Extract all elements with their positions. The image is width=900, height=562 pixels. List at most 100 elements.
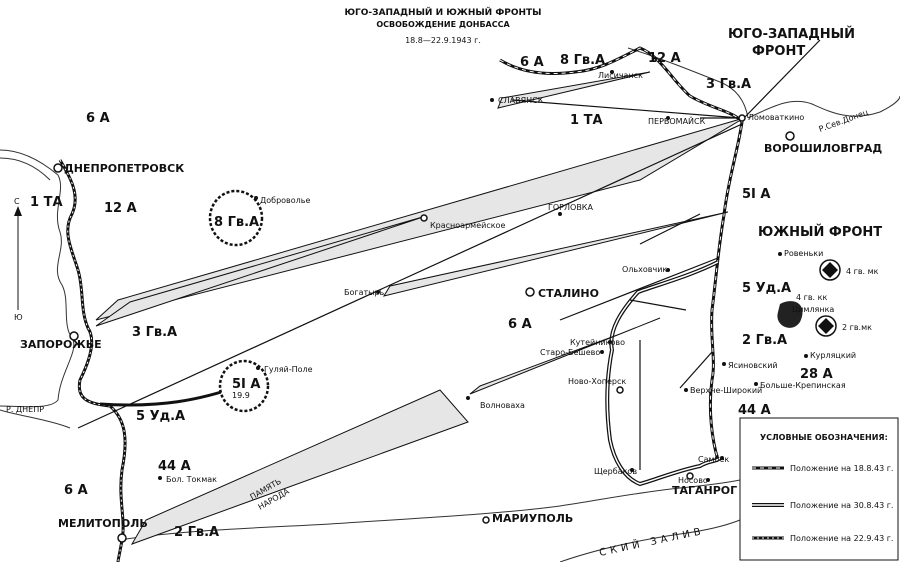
dobropolye-label: Доброволье bbox=[260, 196, 310, 205]
army-6a-left: 6 А bbox=[86, 111, 110, 126]
southwest-front-line1: ЮГО-ЗАПАДНЫЙ bbox=[728, 26, 855, 42]
army-44a-right: 44 А bbox=[738, 403, 771, 418]
front-lines bbox=[58, 46, 744, 562]
melitopol-label: МЕЛИТОПОЛЬ bbox=[58, 517, 148, 530]
nosovo-label: Носово bbox=[678, 476, 708, 485]
pocket-51-a bbox=[218, 359, 270, 413]
krasnoarmeyskoe-label: Красноармейское bbox=[430, 221, 505, 230]
city-dots bbox=[53, 114, 795, 543]
legend-item-22-9: Положение на 22.9.43 г. bbox=[752, 534, 893, 543]
army-1ta-left: 1 ТА bbox=[30, 195, 63, 210]
arrow-to-zaporozhye-2 bbox=[95, 215, 427, 327]
legend-label-30-8: Положение на 30.8.43 г. bbox=[790, 501, 893, 510]
azov-coast bbox=[119, 479, 741, 541]
army-2gv-bottom: 2 Гв.А bbox=[174, 525, 219, 540]
sambek-label: Самбек bbox=[698, 455, 729, 464]
melitopol-dot bbox=[117, 533, 127, 543]
thin-arrows bbox=[77, 39, 821, 470]
taganrog-dot bbox=[686, 472, 694, 480]
army-12a-top: 12 А bbox=[648, 51, 681, 66]
voroshilovgrad-label: ВОРОШИЛОВГРАД bbox=[764, 142, 882, 155]
encircled-groups bbox=[208, 189, 270, 413]
compass-south: Ю bbox=[14, 313, 23, 322]
title-dates: 18.8—22.9.1943 г. bbox=[405, 36, 481, 45]
donets-label: Р.Сев.Донец bbox=[818, 107, 870, 133]
army-5ud-left: 5 Уд.А bbox=[136, 409, 185, 424]
corps-markers bbox=[777, 259, 841, 337]
legend-box bbox=[739, 417, 899, 561]
army-51a-date: 19.9 bbox=[232, 391, 250, 400]
kk4-marker bbox=[777, 301, 803, 328]
army-2gv-front: 2 Гв.А bbox=[742, 333, 787, 348]
dnepropetrovsk-dot bbox=[53, 163, 63, 173]
legend: УСЛОВНЫЕ ОБОЗНАЧЕНИЯ: Положение на 18.8.… bbox=[739, 417, 899, 561]
arrow-to-volnovakha bbox=[469, 317, 661, 395]
legend-label-18-8: Положение на 18.8.43 г. bbox=[790, 464, 893, 473]
arrow-to-melitopol bbox=[130, 389, 469, 545]
bolshe-krepinskaya-label: Больше-Крепинская bbox=[760, 381, 846, 390]
army-6a-top: 6 А bbox=[520, 55, 544, 70]
corps-2mk-label: 2 гв.мк bbox=[842, 323, 872, 332]
title-line-2: ОСВОБОЖДЕНИЕ ДОНБАССА bbox=[376, 20, 510, 29]
pervomaysk-label: ПЕРВОМАЙСК bbox=[648, 115, 706, 126]
novo-khopersk-dot bbox=[616, 386, 624, 394]
azov-coast-lower bbox=[559, 519, 741, 562]
bogatyr-label: Богатырь bbox=[344, 288, 385, 297]
kurlyatsky-label: Курляцкий bbox=[810, 351, 856, 360]
sea-coast-left bbox=[0, 409, 71, 429]
city-labels: ДНЕПРОПЕТРОВСК ЗАПОРОЖЬЕ МЕЛИТОПОЛЬ СТАЛ… bbox=[20, 142, 882, 530]
verkhne-shirokiy-label: Верхне-Широкий bbox=[690, 386, 762, 395]
kuteynikovo-label: Кутейниково bbox=[570, 338, 625, 347]
attack-arrows bbox=[95, 71, 745, 545]
legend-label-22-9: Положение на 22.9.43 г. bbox=[790, 534, 893, 543]
army-5ud-front: 5 Уд.А bbox=[742, 281, 791, 296]
olkhovchik-label: Ольховчик bbox=[622, 265, 667, 274]
krasnoarmeyskoe-dot bbox=[420, 214, 428, 222]
lisichansk-label: Лисичанск bbox=[598, 71, 643, 80]
army-44a-left: 44 А bbox=[158, 459, 191, 474]
mariupol-dot bbox=[482, 516, 490, 524]
shcherbakov-label: Щербаков bbox=[594, 467, 637, 476]
arrow-to-bogatyr bbox=[382, 211, 729, 297]
yasinovsky-label: Ясиновский bbox=[728, 361, 778, 370]
army-51a-front: 5I А bbox=[742, 187, 770, 202]
pocket-8-gv-a bbox=[208, 189, 264, 247]
staro-beshevo-label: Старо-Бешево bbox=[540, 348, 600, 357]
zaporozhye-label: ЗАПОРОЖЬЕ bbox=[20, 338, 102, 351]
slavyansk-label: СЛАВЯНСК bbox=[498, 96, 544, 105]
legend-item-30-8: Положение на 30.8.43 г. bbox=[752, 501, 893, 510]
lomovatka-dot bbox=[738, 114, 746, 122]
donets-river bbox=[747, 95, 900, 119]
front-labels: ЮГО-ЗАПАДНЫЙ ФРОНТ ЮЖНЫЙ ФРОНТ bbox=[728, 26, 882, 240]
mariupol-label: МАРИУПОЛЬ bbox=[492, 512, 573, 525]
map-title: ЮГО-ЗАПАДНЫЙ И ЮЖНЫЙ ФРОНТЫ ОСВОБОЖДЕНИЕ… bbox=[344, 6, 541, 45]
title-line-1: ЮГО-ЗАПАДНЫЙ И ЮЖНЫЙ ФРОНТЫ bbox=[344, 6, 541, 18]
gorlovka-label: ГОРЛОВКА bbox=[548, 203, 593, 212]
zaporozhye-dot bbox=[69, 331, 79, 341]
stalino-dot bbox=[525, 287, 535, 297]
voroshilovgrad-dot bbox=[785, 131, 795, 141]
army-3gv-top: 3 Гв.А bbox=[706, 77, 751, 92]
taganrog-label: ТАГАНРОГ bbox=[672, 484, 737, 497]
southwest-front-line2: ФРОНТ bbox=[752, 44, 805, 59]
novo-khopersk-label: Ново-Хоперск bbox=[568, 377, 626, 386]
volnovakha-label: Волноваха bbox=[480, 401, 525, 410]
bol-tokmak-label: Бол. Токмак bbox=[166, 475, 217, 484]
army-51a-mid: 5I А bbox=[232, 377, 260, 392]
legend-title: УСЛОВНЫЕ ОБОЗНАЧЕНИЯ: bbox=[760, 433, 888, 442]
army-6a-bottom: 6 А bbox=[64, 483, 88, 498]
army-3gv-mid: 3 Гв.А bbox=[132, 325, 177, 340]
army-8gv-mid: 8 Гв.А bbox=[214, 215, 259, 230]
lomovatka-label: Ломоваткино bbox=[748, 113, 804, 122]
dnepr-label: Р. ДНЕПР bbox=[6, 405, 44, 414]
compass-north: С bbox=[14, 197, 20, 206]
south-front-label: ЮЖНЫЙ ФРОНТ bbox=[758, 224, 882, 240]
dnepr-river-bank bbox=[0, 157, 51, 181]
town-labels: Лисичанск СЛАВЯНСК ПЕРВОМАЙСК Ломоваткин… bbox=[166, 71, 856, 485]
bay-label: СКИЙ ЗАЛИВ bbox=[598, 524, 706, 559]
army-28a: 28 А bbox=[800, 367, 833, 382]
small-town-dots bbox=[158, 70, 808, 482]
army-6a-mid: 6 А bbox=[508, 317, 532, 332]
stalino-label: СТАЛИНО bbox=[538, 287, 599, 300]
